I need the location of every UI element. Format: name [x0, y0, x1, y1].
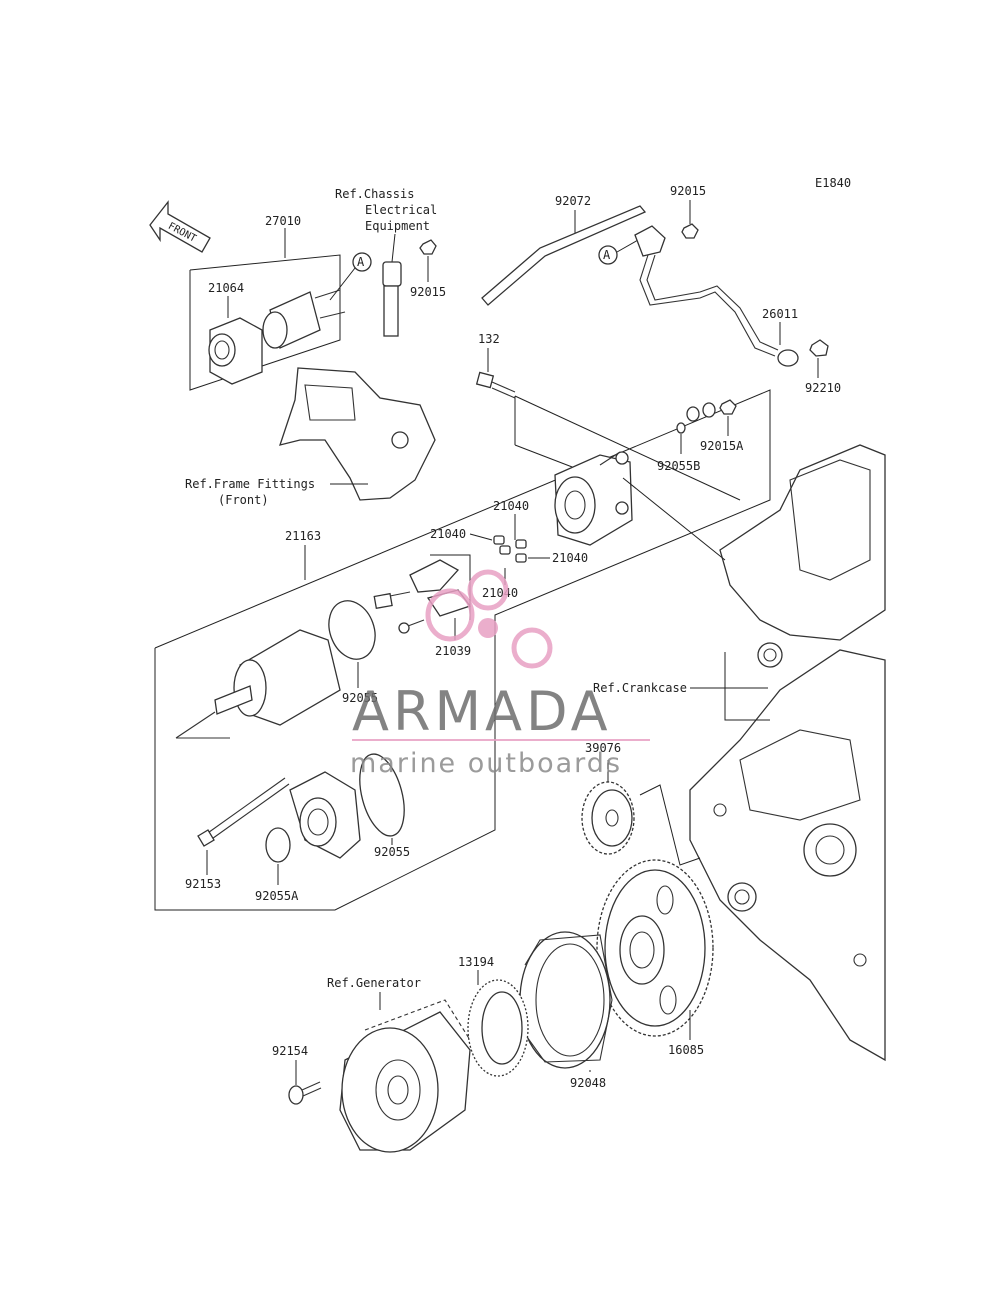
part-92072: 92072 — [555, 194, 591, 208]
ref-chassis-line1: Ref.Chassis — [335, 187, 414, 201]
ref-chassis-line3: Equipment — [365, 219, 430, 233]
part-27010: 27010 — [265, 214, 301, 228]
oring-92055-upper — [328, 600, 376, 660]
part-39076: 39076 — [585, 741, 621, 755]
starter-end-cover — [554, 451, 633, 546]
part-21040-left: 21040 — [430, 527, 466, 541]
brush-springs — [493, 535, 527, 563]
cable-tie-92072 — [481, 205, 647, 306]
one-way-clutch-13194 — [467, 979, 529, 1077]
solenoid-switch — [262, 289, 346, 349]
nut-92015-left — [419, 239, 437, 255]
generator-rotor — [339, 999, 471, 1153]
chassis-terminal — [382, 261, 402, 337]
nut-92015-top — [681, 223, 699, 239]
part-92015-left: 92015 — [410, 285, 446, 299]
starter-cable-26011 — [634, 225, 799, 367]
part-132: 132 — [478, 332, 500, 346]
part-92154: 92154 — [272, 1044, 308, 1058]
callout-a-right — [598, 245, 618, 265]
starter-front-cover — [289, 771, 361, 859]
part-16085: 16085 — [668, 1043, 704, 1057]
solenoid-boot — [208, 317, 263, 385]
part-13194: 13194 — [458, 955, 494, 969]
part-92210: 92210 — [805, 381, 841, 395]
brush-holder-21039 — [373, 559, 472, 634]
svg-text:A: A — [357, 255, 365, 269]
diagram-code: E1840 — [815, 176, 851, 190]
propeller-logo-icon — [425, 569, 553, 669]
part-21039: 21039 — [435, 644, 471, 658]
nut-92015A — [719, 399, 737, 415]
part-21040-right: 21040 — [552, 551, 588, 565]
part-92048: 92048 — [570, 1076, 606, 1090]
ref-generator: Ref.Generator — [327, 976, 421, 990]
solenoid-group-box — [189, 254, 341, 391]
oring-92055-lower — [359, 753, 405, 837]
callout-a-left — [352, 252, 372, 272]
ref-crankcase: Ref.Crankcase — [593, 681, 687, 695]
part-92055-lower: 92055 — [374, 845, 410, 859]
svg-text:A: A — [603, 248, 611, 262]
washer-1 — [686, 406, 700, 422]
starter-yoke — [175, 629, 341, 739]
bolt-132 — [475, 371, 516, 399]
part-92015-top: 92015 — [670, 184, 706, 198]
part-21064: 21064 — [208, 281, 244, 295]
part-21163: 21163 — [285, 529, 321, 543]
watermark-tagline: marine outboards — [350, 748, 622, 779]
part-92055A: 92055A — [255, 889, 299, 903]
starter-motor-group-box — [154, 389, 771, 911]
part-26011: 26011 — [762, 307, 798, 321]
part-92055B: 92055B — [657, 459, 700, 473]
part-21040-mid: 21040 — [482, 586, 518, 600]
washer-2 — [702, 402, 716, 418]
ref-frame-line2: (Front) — [218, 493, 269, 507]
crankcase-lower — [689, 649, 886, 1062]
oring-92055B — [676, 422, 686, 434]
ref-chassis-line2: Electrical — [365, 203, 437, 217]
part-92153: 92153 — [185, 877, 221, 891]
crankcase-upper — [719, 444, 886, 668]
starter-clutch-gear-16085 — [596, 859, 714, 1037]
part-92055-upper: 92055 — [342, 691, 378, 705]
frame-bracket — [279, 367, 436, 501]
idle-gear-39076 — [581, 781, 635, 855]
armada-watermark: ARMADA marine outboards — [350, 569, 650, 779]
front-arrow-icon: FRONT — [149, 200, 211, 253]
through-bolt-92153 — [197, 777, 290, 847]
part-21040-top: 21040 — [493, 499, 529, 513]
part-92015A: 92015A — [700, 439, 744, 453]
oring-92055A — [265, 827, 291, 863]
ref-frame-line1: Ref.Frame Fittings — [185, 477, 315, 491]
nut-92210 — [809, 339, 829, 357]
watermark-brand: ARMADA — [352, 680, 612, 743]
bolt-92154 — [288, 1081, 322, 1105]
